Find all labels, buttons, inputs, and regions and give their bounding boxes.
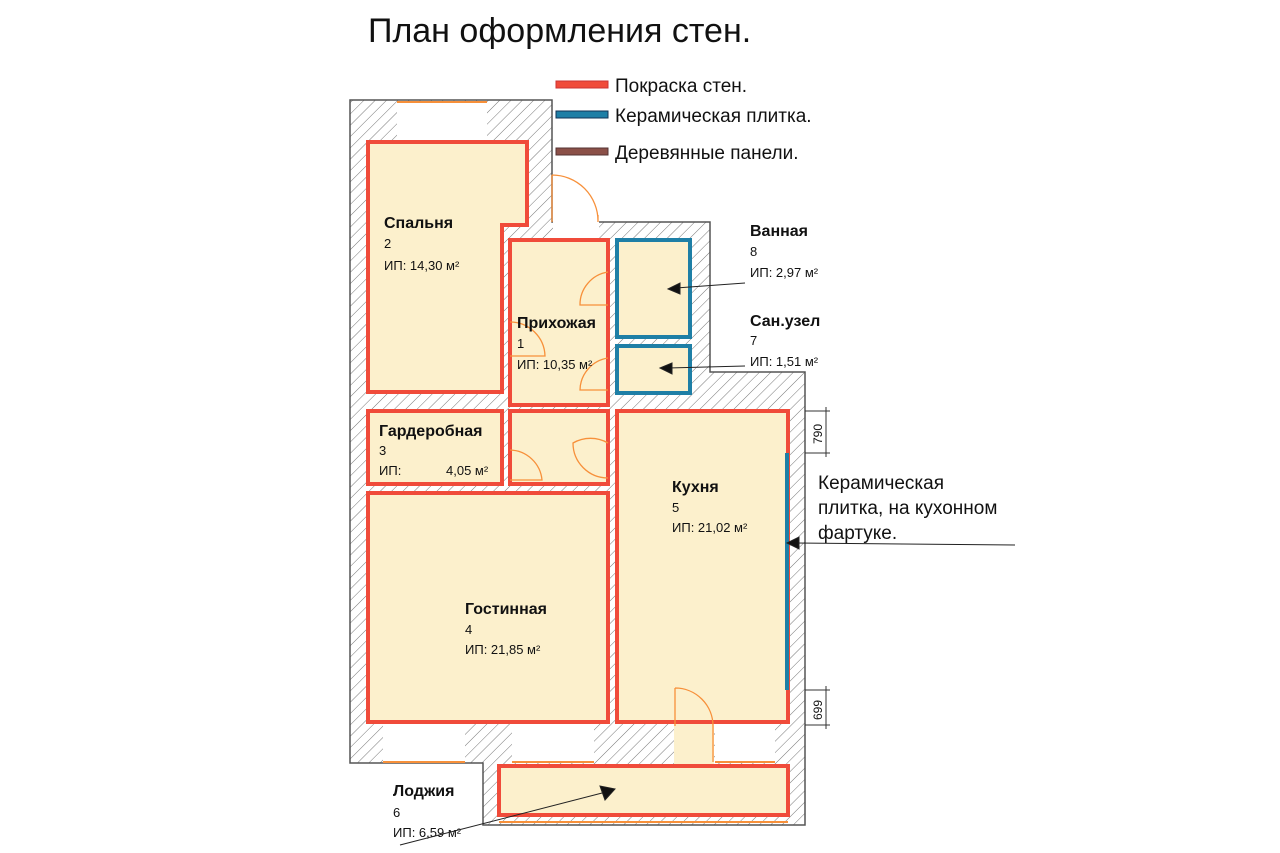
- bathroom-area: ИП: 2,97 м²: [750, 265, 819, 280]
- toilet-area: ИП: 1,51 м²: [750, 354, 819, 369]
- bathroom-number: 8: [750, 244, 757, 259]
- apron-note-line3: фартуке.: [818, 523, 897, 544]
- window-kitchen: [715, 724, 775, 762]
- loggia-area: ИП: 6,59 м²: [393, 825, 462, 840]
- dimension-790: 790: [811, 424, 825, 444]
- dimension-lines: [805, 407, 830, 729]
- room-loggia[interactable]: [497, 764, 790, 817]
- hall-name: Прихожая: [517, 315, 596, 332]
- loggia-name: Лоджия: [393, 783, 454, 800]
- legend-tile: Керамическая плитка.: [615, 106, 812, 127]
- living-area: ИП: 21,85 м²: [465, 642, 541, 657]
- room-bathroom[interactable]: [615, 238, 692, 339]
- hall-area: ИП: 10,35 м²: [517, 357, 593, 372]
- room-hall[interactable]: [508, 238, 610, 407]
- wardrobe-area-label: ИП:: [379, 463, 401, 478]
- apron-note-line2: плитка, на кухонном: [818, 498, 997, 519]
- dimension-699: 699: [811, 700, 825, 720]
- balcony-door-opening: [674, 724, 714, 764]
- kitchen-name: Кухня: [672, 479, 719, 496]
- wardrobe-area: 4,05 м²: [446, 463, 489, 478]
- bedroom-number: 2: [384, 236, 391, 251]
- apron-note-line1: Керамическая: [818, 473, 944, 494]
- living-name: Гостинная: [465, 601, 547, 618]
- room-toilet[interactable]: [615, 344, 692, 395]
- entrance-opening: [553, 170, 599, 240]
- legend-wood: Деревянные панели.: [615, 143, 799, 164]
- toilet-number: 7: [750, 333, 757, 348]
- legend-swatch-paint: [555, 80, 609, 89]
- bathroom-name: Ванная: [750, 223, 808, 240]
- legend-swatch-wood: [555, 147, 609, 156]
- legend-paint: Покраска стен.: [615, 76, 747, 97]
- loggia-number: 6: [393, 805, 400, 820]
- room-kitchen[interactable]: [615, 409, 790, 724]
- window-bedroom: [397, 101, 487, 141]
- room-wardrobe[interactable]: [366, 409, 504, 486]
- living-number: 4: [465, 622, 472, 637]
- page-title: План оформления стен.: [368, 12, 751, 50]
- legend-swatch-tile: [555, 110, 609, 119]
- wardrobe-name: Гардеробная: [379, 423, 483, 440]
- legend: Покраска стен. Керамическая плитка. Дере…: [555, 76, 812, 164]
- room-living[interactable]: [366, 491, 610, 724]
- window-living-2: [512, 724, 594, 762]
- leader-arrows: [399, 282, 1016, 846]
- room-corridor[interactable]: [508, 409, 610, 486]
- bedroom-area: ИП: 14,30 м²: [384, 258, 460, 273]
- wardrobe-number: 3: [379, 443, 386, 458]
- toilet-name: Сан.узел: [750, 313, 820, 330]
- kitchen-number: 5: [672, 500, 679, 515]
- hall-number: 1: [517, 336, 524, 351]
- bedroom-name: Спальня: [384, 215, 453, 232]
- window-living-1: [383, 724, 465, 762]
- kitchen-area: ИП: 21,02 м²: [672, 520, 748, 535]
- room-bedroom[interactable]: [366, 140, 529, 394]
- doors: [509, 174, 714, 762]
